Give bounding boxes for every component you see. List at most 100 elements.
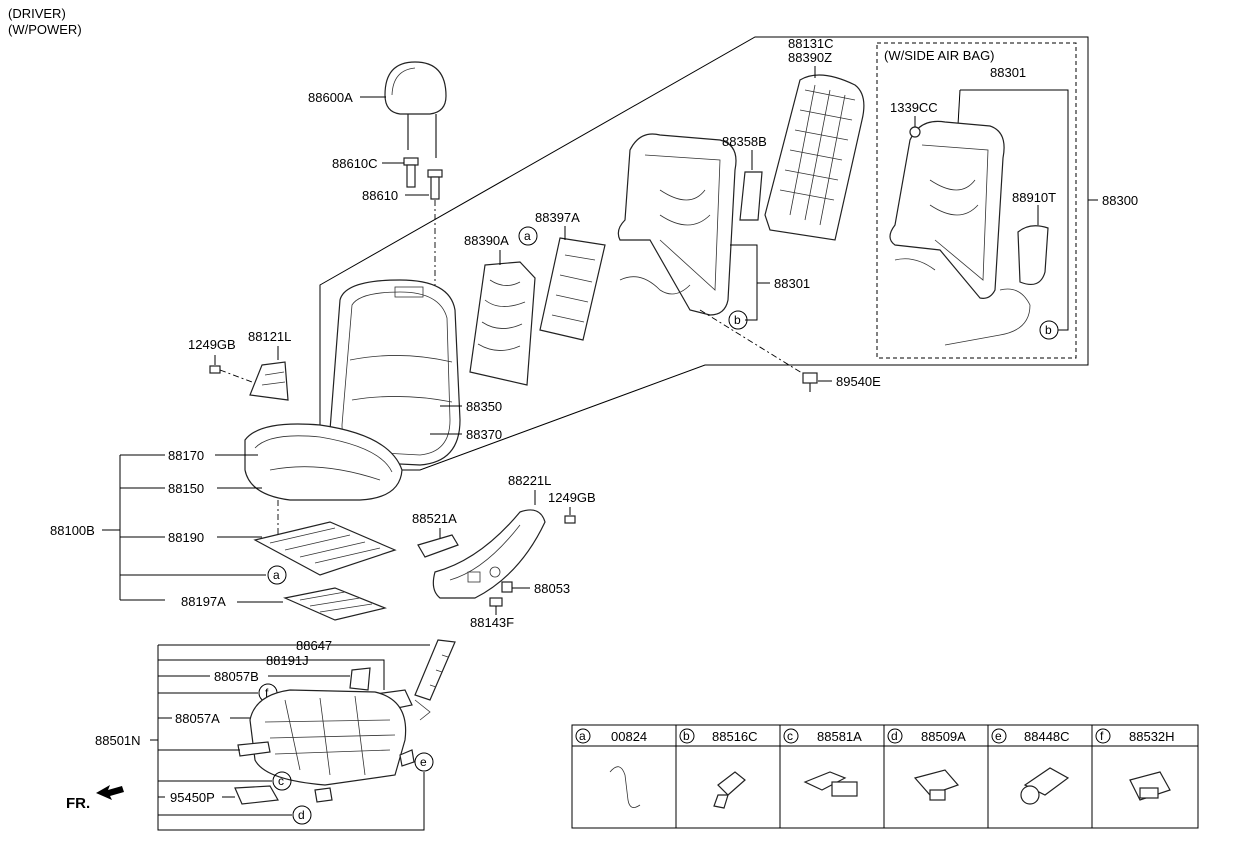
svg-text:b: b [1045, 323, 1052, 337]
callout-b-airbag [1039, 320, 1059, 340]
legend-img-88509A [913, 769, 960, 801]
label-88057A: 88057A [175, 711, 220, 726]
legend-key-a: a [579, 729, 586, 743]
heater-88390A [469, 261, 536, 386]
label-88221L: 88221L [508, 473, 551, 488]
legend-key-d: d [891, 729, 898, 743]
legend-img-88516C [713, 771, 746, 809]
svg-text:a: a [524, 229, 531, 243]
legend-table: a 00824 b 88516C c 88581A d 88509A e 884… [571, 724, 1199, 829]
legend-key-e: e [995, 729, 1002, 743]
label-88370: 88370 [466, 427, 502, 442]
label-1249GB-side: 1249GB [548, 490, 596, 505]
callout-e [414, 752, 434, 772]
side-airbag-title: (W/SIDE AIR BAG) [884, 48, 995, 63]
legend-part-00824: 00824 [611, 729, 647, 744]
headrest-88600A [384, 61, 447, 158]
legend-key-b: b [683, 729, 690, 743]
switch-88521A [417, 534, 459, 558]
label-88150: 88150 [168, 481, 204, 496]
legend-part-88509A: 88509A [921, 729, 966, 744]
seat-track-frame-88501N [237, 689, 431, 803]
svg-text:b: b [734, 313, 741, 327]
header-driver: (DRIVER) [8, 6, 66, 21]
front-indicator: FR. [66, 795, 90, 812]
label-88191J: 88191J [266, 653, 309, 668]
label-88100B: 88100B [50, 523, 95, 538]
legend-img-88581A [803, 771, 858, 797]
label-88600A: 88600A [308, 90, 353, 105]
airbag-module-88910T [944, 225, 1049, 346]
label-95450P: 95450P [170, 790, 215, 805]
legend-part-88516C: 88516C [712, 729, 758, 744]
legend-part-88448C: 88448C [1024, 729, 1070, 744]
lumbar-88197A [283, 587, 387, 621]
svg-text:c: c [278, 774, 284, 788]
label-88910T: 88910T [1012, 190, 1056, 205]
back-board-88131C [764, 74, 865, 241]
label-88647: 88647 [296, 638, 332, 653]
label-88301-airbag: 88301 [990, 65, 1026, 80]
label-88190: 88190 [168, 530, 204, 545]
seat-cushion-88150 [244, 423, 403, 501]
side-cover-88121L [249, 361, 289, 401]
nut-1339CC [909, 126, 921, 138]
label-88053: 88053 [534, 581, 570, 596]
label-88390A: 88390A [464, 233, 509, 248]
label-88610C: 88610C [332, 156, 378, 171]
legend-part-88532H: 88532H [1129, 729, 1175, 744]
callout-a-cushion [267, 565, 287, 585]
label-88143F: 88143F [470, 615, 514, 630]
label-1339CC: 1339CC [890, 100, 938, 115]
callout-d [292, 805, 312, 825]
legend-part-88581A: 88581A [817, 729, 862, 744]
callout-b-frame [728, 310, 748, 330]
label-88501N: 88501N [95, 733, 141, 748]
label-89540E: 89540E [836, 374, 881, 389]
side-airbag-box [876, 42, 1077, 359]
side-shield-88221L [432, 509, 546, 599]
bolt-1249GB-top [209, 365, 261, 386]
label-88121L: 88121L [248, 329, 291, 344]
legend-img-00824 [609, 766, 641, 808]
svg-text:f: f [265, 686, 269, 700]
label-88390Z: 88390Z [788, 50, 832, 65]
seatback-frame-88301 [617, 133, 737, 316]
svg-text:a: a [273, 568, 280, 582]
label-88301: 88301 [774, 276, 810, 291]
legend-img-88448C [1020, 767, 1070, 805]
label-88170: 88170 [168, 448, 204, 463]
part-88358B [739, 171, 763, 221]
knob-88143F [489, 597, 503, 607]
label-88131C: 88131C [788, 36, 834, 51]
knob-88053 [501, 581, 513, 593]
label-1249GB-top: 1249GB [188, 337, 236, 352]
svg-text:e: e [420, 755, 427, 769]
part-88647 [414, 639, 456, 701]
legend-img-88532H [1129, 771, 1171, 801]
label-88610: 88610 [362, 188, 398, 203]
header-w-power: (W/POWER) [8, 22, 82, 37]
guide-88610C [403, 157, 419, 188]
callout-c [272, 771, 292, 791]
label-88197A: 88197A [181, 594, 226, 609]
bolt-1249GB-side [564, 515, 576, 524]
cushion-heater-88190 [253, 521, 397, 576]
guide-88610 [427, 169, 443, 200]
svg-text:d: d [298, 808, 305, 822]
front-arrow-icon [96, 785, 124, 800]
legend-key-f: f [1100, 729, 1104, 743]
leader-88301-airbag [960, 89, 1069, 331]
label-88300: 88300 [1102, 193, 1138, 208]
lumbar-88397A [539, 237, 606, 341]
legend-key-c: c [787, 729, 793, 743]
label-88397A: 88397A [535, 210, 580, 225]
label-88350: 88350 [466, 399, 502, 414]
label-88521A: 88521A [412, 511, 457, 526]
label-88057B: 88057B [214, 669, 259, 684]
bolt-89540E [802, 372, 818, 392]
seatback-frame-airbag [889, 120, 1005, 299]
label-88358B: 88358B [722, 134, 767, 149]
callout-a-top [518, 226, 538, 246]
